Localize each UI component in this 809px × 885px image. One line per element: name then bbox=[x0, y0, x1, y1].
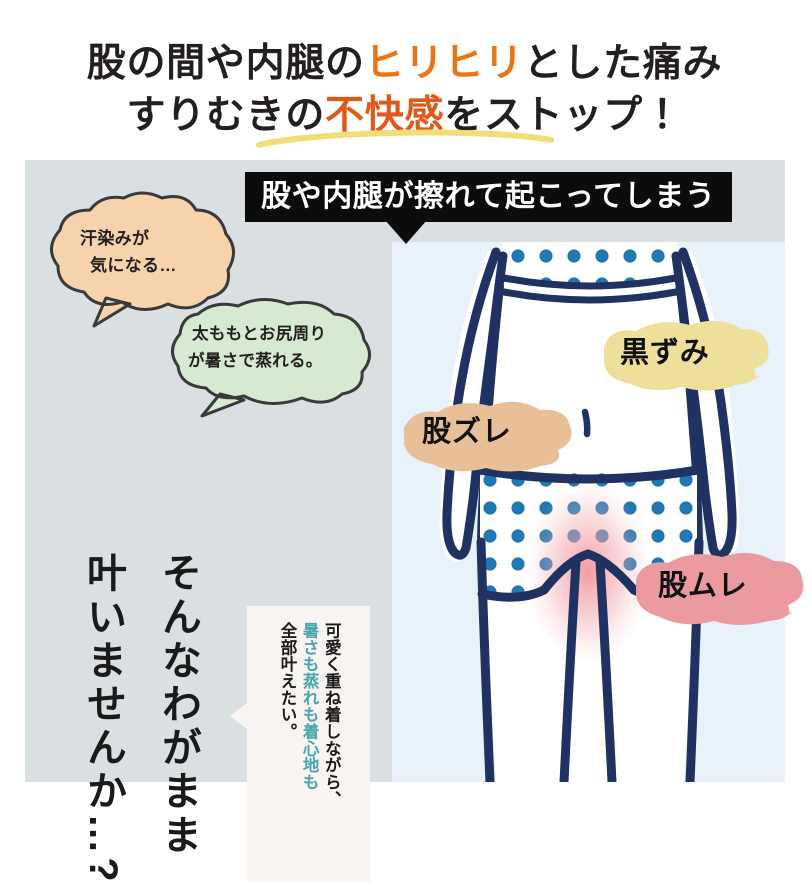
sweat-stain-bubble-line-2: 気になる… bbox=[90, 256, 177, 275]
darkening-label: 黒ずみ bbox=[596, 315, 776, 395]
wish-note-box: 可愛く重ね着しながら、 暑さも蒸れも着心地も 全部叶えたい。 bbox=[230, 606, 370, 882]
sweat-stain-bubble-line-1: 汗染みが bbox=[80, 229, 150, 248]
vertical-headline-right: そんなわがまま bbox=[156, 552, 200, 858]
headline-line2-post: をストップ！ bbox=[444, 93, 683, 137]
headline-line-2: すりむきの不快感をストップ！ bbox=[0, 92, 809, 149]
cause-banner-label: 股や内腿が擦れて起こってしまう bbox=[261, 180, 716, 213]
headline-line1-accent: ヒリヒリ bbox=[364, 42, 524, 85]
headline-line1-pre: 股の間や内腿の bbox=[86, 42, 365, 85]
humidity-bubble-line-1: 太ももとお尻周り bbox=[192, 325, 327, 343]
headline-line2-accent: 不快感 bbox=[325, 93, 445, 137]
note-line-1: 可愛く重ね着しながら、 bbox=[322, 622, 341, 808]
humidity-bubble-line-2: が暑さで蒸れる。 bbox=[188, 352, 323, 370]
chafing-label: 股ズレ bbox=[398, 392, 578, 476]
headline-line1-post: とした痛み bbox=[523, 42, 723, 85]
cause-banner: 股や内腿が擦れて起こってしまう bbox=[245, 172, 732, 244]
banner-arrow-icon bbox=[385, 220, 427, 244]
humidity-bubble: 太ももとお尻周り が暑さで蒸れる。 bbox=[158, 298, 383, 418]
poster-root: 股の間や内腿のヒリヒリとした痛み すりむきの不快感をストップ！ bbox=[0, 40, 809, 885]
note-line-3: 全部叶えたい。 bbox=[277, 622, 296, 740]
note-line-2: 暑さも蒸れも着心地も bbox=[300, 622, 319, 791]
headline-line2-pre: すりむきの bbox=[126, 93, 326, 137]
crotch-humidity-label: 股ムレ bbox=[630, 545, 809, 629]
vertical-headline-left: 叶いませんか…? bbox=[81, 552, 125, 885]
headline-line-1: 股の間や内腿のヒリヒリとした痛み bbox=[0, 40, 809, 88]
darkening-label-text: 黒ずみ bbox=[620, 337, 710, 369]
sweat-stain-bubble: 汗染みが 気になる… bbox=[38, 191, 243, 328]
crotch-humidity-label-text: 股ムレ bbox=[658, 570, 748, 602]
page-headline: 股の間や内腿のヒリヒリとした痛み すりむきの不快感をストップ！ bbox=[0, 40, 809, 149]
note-pointer-icon bbox=[230, 702, 248, 730]
chafing-label-text: 股ズレ bbox=[422, 416, 512, 448]
